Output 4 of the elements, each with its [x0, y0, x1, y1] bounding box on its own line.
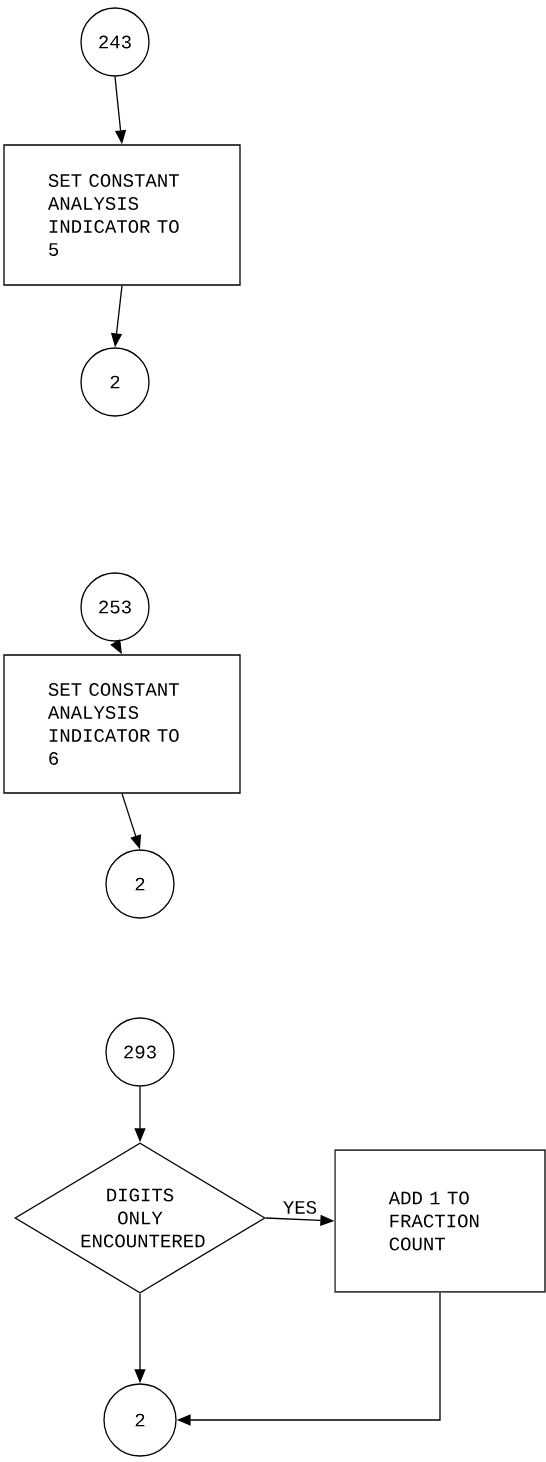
process-box: ADD 1 TO FRACTION COUNT [334, 1149, 546, 1293]
process-box: SET CONSTANT ANALYSIS INDICATOR TO 5 [3, 144, 241, 286]
edge-label: YES [281, 1199, 319, 1215]
process-box: SET CONSTANT ANALYSIS INDICATOR TO 6 [3, 654, 241, 794]
